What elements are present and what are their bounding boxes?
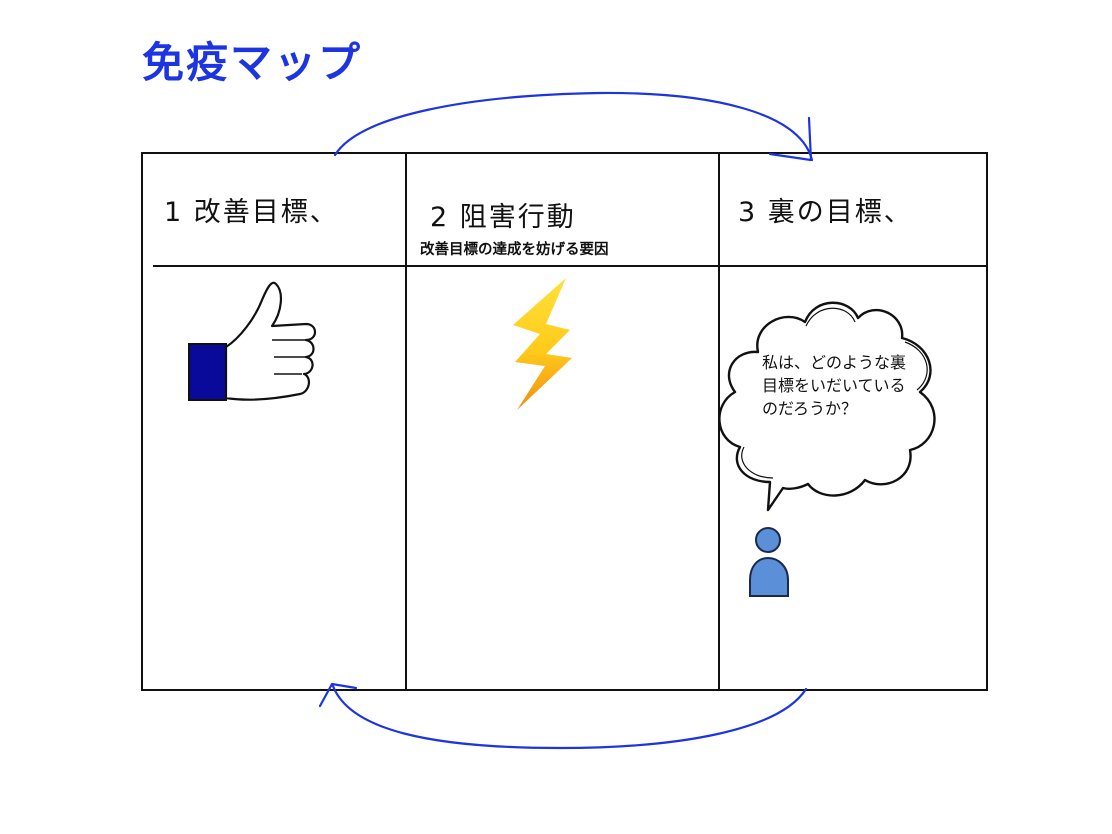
column-heading-hidden-goal: 3 裏の目標、 bbox=[738, 197, 913, 228]
page-title: 免疫マップ bbox=[142, 38, 363, 87]
header-divider bbox=[153, 265, 986, 267]
bottom-cycle-arrow bbox=[318, 682, 808, 750]
thumbs-up-icon bbox=[188, 281, 317, 401]
person-icon bbox=[749, 527, 789, 597]
column-heading-improvement-goal: 1 改善目標、 bbox=[164, 197, 339, 228]
speech-bubble-text: 私は、どのような裏目標をいだいているのだろうか？ bbox=[762, 353, 907, 419]
column-subheading-obstructive-behavior: 改善目標の達成を妨げる要因 bbox=[420, 242, 609, 258]
lightning-icon bbox=[513, 278, 572, 410]
top-cycle-arrow bbox=[333, 91, 814, 162]
column-divider-1 bbox=[405, 154, 407, 689]
column-heading-obstructive-behavior: 2 阻害行動 bbox=[430, 202, 576, 233]
speech-bubble bbox=[718, 301, 936, 512]
